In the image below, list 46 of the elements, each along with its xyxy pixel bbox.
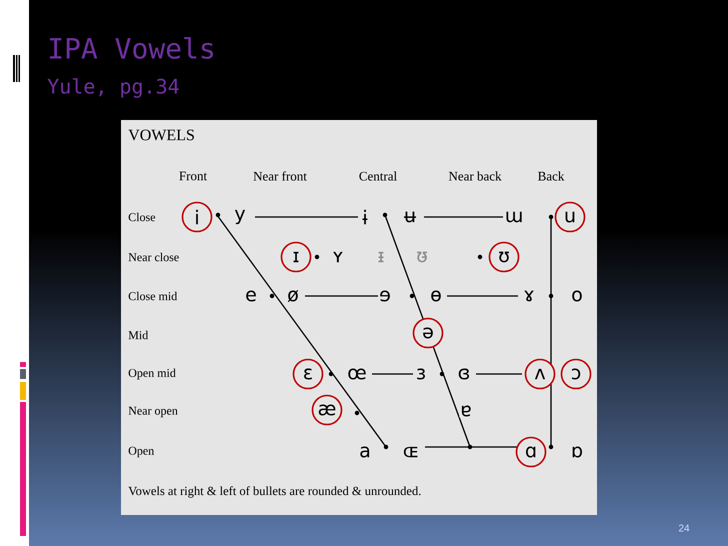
vowel-symbol: o [572,290,582,302]
vowel-symbol: ʊ̵ [417,252,427,262]
vowel-symbol: ɞ [458,368,470,380]
circled-vowel: ʊ [488,242,520,272]
row-header: Close mid [128,292,178,300]
circled-vowel: ə [412,318,444,348]
circled-vowel: ɛ [292,358,324,390]
vowel-symbol: e [246,290,256,302]
row-header: Mid [128,330,148,340]
vowel-symbol: a [360,446,370,458]
vowel-symbol: ʏ [333,252,343,262]
circled-vowel: ɑ [516,436,546,468]
row-header: Near close [128,252,179,262]
vowel-symbol: ɶ [404,446,418,458]
column-header: Front [179,172,207,180]
circled-vowel: æ [312,394,342,426]
row-header: Near open [128,406,178,418]
vowel-symbol: ɒ [572,446,582,458]
column-header: Back [538,171,564,181]
circled-vowel: ʌ [524,358,556,390]
page-number: 24 [678,524,690,532]
vowel-symbol: ɤ [524,290,534,302]
circled-vowel: ɔ [560,358,592,390]
circled-vowel: u [554,202,586,232]
row-header: Open [128,446,154,458]
column-header: Near back [448,171,502,181]
column-header: Near front [254,171,307,181]
vowel-symbol: ᵻ [378,252,384,262]
vowel-symbol: ɵ [431,290,441,302]
circled-vowel: ɪ [280,242,312,272]
column-header: Central [359,171,397,181]
vowel-symbol: ø [288,290,298,302]
vowel-symbol: œ [348,368,366,380]
vowel-symbol: ʉ [404,212,416,222]
vowel-symbol: y [234,210,246,224]
subtitle: Yule, pg.34 [48,78,179,98]
circled-vowel: i [182,202,212,232]
row-header: Open mid [128,368,176,380]
row-header: Close [128,212,156,222]
vowel-symbol: ɯ [506,212,522,222]
footnote: Vowels at right & left of bullets are rounded & unrounded. [128,486,421,498]
vowel-symbol: ɨ [362,210,368,224]
title: IPA Vowels [50,37,213,59]
vowel-symbol: ɜ [417,368,425,380]
chart-heading: VOWELS [128,130,194,140]
vowel-symbol: ɘ [380,290,390,302]
